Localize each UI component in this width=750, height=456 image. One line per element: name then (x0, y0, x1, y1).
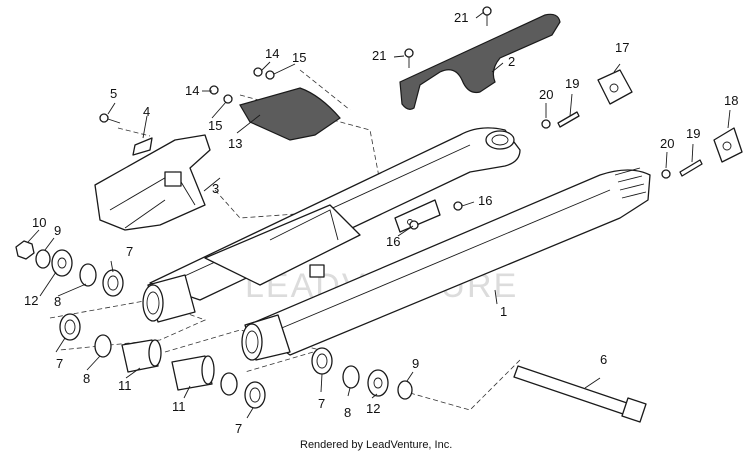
callout-8c: 8 (344, 405, 351, 420)
callout-7a: 7 (126, 244, 133, 259)
callout-11a: 11 (118, 378, 132, 393)
callout-14b: 14 (185, 83, 199, 98)
callout-8b: 8 (83, 371, 90, 386)
callout-11b: 11 (172, 399, 186, 414)
part-17-adjuster-block (597, 69, 633, 105)
callout-14a: 14 (265, 46, 279, 61)
callout-7b: 7 (56, 356, 63, 371)
callout-6: 6 (600, 352, 607, 367)
part-5-screw (99, 113, 121, 124)
part-13-slider-pad (239, 87, 341, 141)
callout-21b: 21 (372, 48, 386, 63)
callout-12b: 12 (366, 401, 380, 416)
callout-8a: 8 (54, 294, 61, 309)
callout-20a: 20 (539, 87, 553, 102)
part-8-seals (79, 263, 360, 396)
part-11-spacers (121, 339, 215, 391)
part-2-chain-guard (399, 13, 561, 110)
callout-17: 17 (615, 40, 629, 55)
callout-9b: 9 (412, 356, 419, 371)
part-20-adjuster-nuts (541, 119, 671, 179)
callout-18: 18 (724, 93, 738, 108)
callout-15a: 15 (292, 50, 306, 65)
part-6-pivot-bolt (513, 365, 647, 423)
part-3-chain-guide (94, 134, 211, 231)
part-19-adjuster-bolts (557, 111, 703, 177)
callout-7d: 7 (235, 421, 242, 436)
part-10-nut (15, 240, 35, 260)
callout-19a: 19 (565, 76, 579, 91)
part-14-15-hardware (209, 67, 275, 104)
callout-12a: 12 (24, 293, 38, 308)
credit-text: Rendered by LeadVenture, Inc. (300, 439, 452, 451)
callout-16b: 16 (386, 234, 400, 249)
callout-7c: 7 (318, 396, 325, 411)
callout-5: 5 (110, 86, 117, 101)
callout-1: 1 (500, 304, 507, 319)
part-18-adjuster-block (713, 127, 743, 163)
part-1-swingarm (142, 127, 651, 361)
callout-9a: 9 (54, 223, 61, 238)
callout-numbers: 1 2 3 4 5 6 7 7 7 7 8 8 8 9 9 10 11 11 1… (24, 10, 738, 436)
callout-2: 2 (508, 54, 515, 69)
callout-15b: 15 (208, 118, 222, 133)
part-12-washers (51, 249, 389, 397)
callout-16a: 16 (478, 193, 492, 208)
callout-13: 13 (228, 136, 242, 151)
callout-4: 4 (143, 104, 150, 119)
callout-21a: 21 (454, 10, 468, 25)
part-9-circlips (35, 249, 413, 400)
callout-20b: 20 (660, 136, 674, 151)
callout-leaders (27, 11, 731, 419)
callout-10: 10 (32, 215, 46, 230)
part-21-screws (404, 6, 492, 68)
part-4-clip (132, 137, 153, 156)
callout-19b: 19 (686, 126, 700, 141)
callout-3: 3 (212, 181, 219, 196)
part-7-needle-bearings (59, 269, 333, 409)
